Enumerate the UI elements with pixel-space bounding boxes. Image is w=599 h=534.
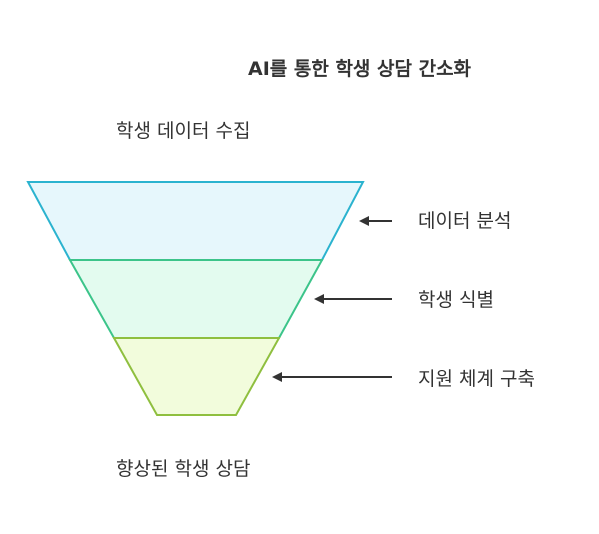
stage-label-data-analysis: 데이터 분석 bbox=[418, 210, 512, 232]
funnel-output-label: 향상된 학생 상담 bbox=[116, 458, 251, 480]
arrow-stage-1 bbox=[359, 216, 392, 226]
arrow-stage-2 bbox=[314, 294, 392, 304]
stage-label-student-identification: 학생 식별 bbox=[418, 289, 494, 311]
arrow-stage-3 bbox=[272, 372, 392, 382]
diagram-title: AI를 통한 학생 상담 간소화 bbox=[248, 58, 472, 80]
funnel-input-label: 학생 데이터 수집 bbox=[116, 120, 251, 142]
stage-label-support-system: 지원 체계 구축 bbox=[418, 368, 535, 390]
funnel-stage-3 bbox=[112, 337, 281, 416]
funnel-stage-2 bbox=[68, 259, 324, 339]
funnel-stage-1 bbox=[26, 181, 365, 261]
